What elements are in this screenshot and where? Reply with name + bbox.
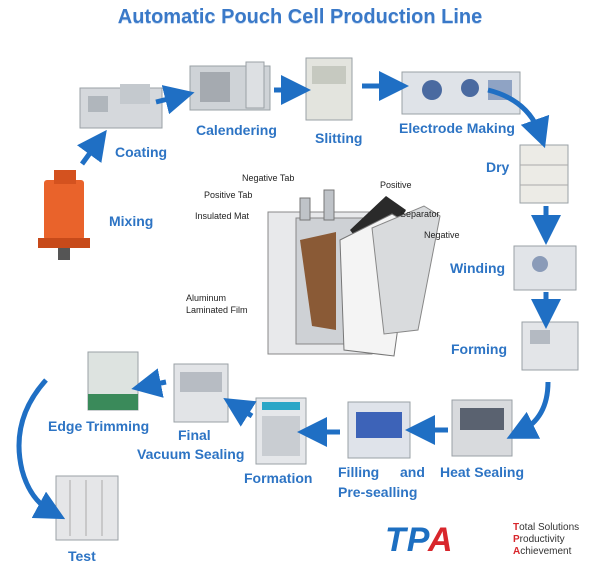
label-filling: Filling: [338, 464, 380, 480]
callout-negative: Negative: [424, 230, 460, 240]
tpa-logo: TPA Total Solutions Productivity Achieve…: [385, 520, 595, 562]
formation-machine: [255, 397, 307, 465]
label-forming: Forming: [451, 341, 507, 357]
edge-trimming-machine: [87, 351, 139, 411]
callout-separator: Separator: [400, 209, 440, 219]
dry-machine: [519, 144, 569, 204]
label-edge-trimming: Edge Trimming: [48, 418, 150, 434]
label-heat-sealing: Heat Sealing: [440, 464, 525, 480]
slitting-machine: [305, 57, 353, 121]
label-calendering: Calendering: [196, 122, 277, 138]
label-vacuum-sealing: Vacuum Sealing: [137, 446, 245, 462]
flow-arrows: [16, 71, 561, 520]
filling-machine: [347, 401, 411, 459]
page-title: Automatic Pouch Cell Production Line: [117, 6, 483, 28]
callout-insulated-mat: Insulated Mat: [195, 211, 250, 221]
calendering-machine: [189, 61, 271, 111]
forming-machine: [521, 321, 579, 371]
label-pre-sealing: Pre-sealling: [338, 484, 418, 500]
label-mixing: Mixing: [109, 213, 154, 229]
electrode-making-machine: [401, 71, 521, 115]
tpa-logo-mark: TPA: [385, 521, 454, 559]
callout-aluminum: Aluminum: [186, 293, 227, 303]
label-winding: Winding: [450, 260, 506, 276]
label-formation: Formation: [244, 470, 313, 486]
mixing-machine: [38, 170, 90, 260]
label-test: Test: [68, 548, 96, 564]
winding-machine: [513, 245, 577, 291]
test-machine: [55, 475, 119, 541]
tpa-slogan: Total Solutions Productivity Achievement: [513, 522, 580, 557]
callout-laminated-film: Laminated Film: [186, 305, 248, 315]
callout-negative-tab: Negative Tab: [242, 173, 295, 183]
heat-sealing-machine: [451, 399, 513, 457]
label-filling-and: and: [400, 464, 425, 480]
final-vacuum-sealing-machine: [173, 363, 229, 423]
label-electrode-making: Electrode Making: [399, 120, 515, 136]
label-slitting: Slitting: [315, 130, 363, 146]
coating-machine: [79, 84, 163, 129]
label-dry: Dry: [486, 159, 510, 175]
pouch-cell-diagram: [267, 189, 441, 357]
callout-positive: Positive: [380, 180, 412, 190]
label-coating: Coating: [115, 144, 168, 160]
callout-positive-tab: Positive Tab: [204, 190, 253, 200]
label-final: Final: [178, 427, 211, 443]
